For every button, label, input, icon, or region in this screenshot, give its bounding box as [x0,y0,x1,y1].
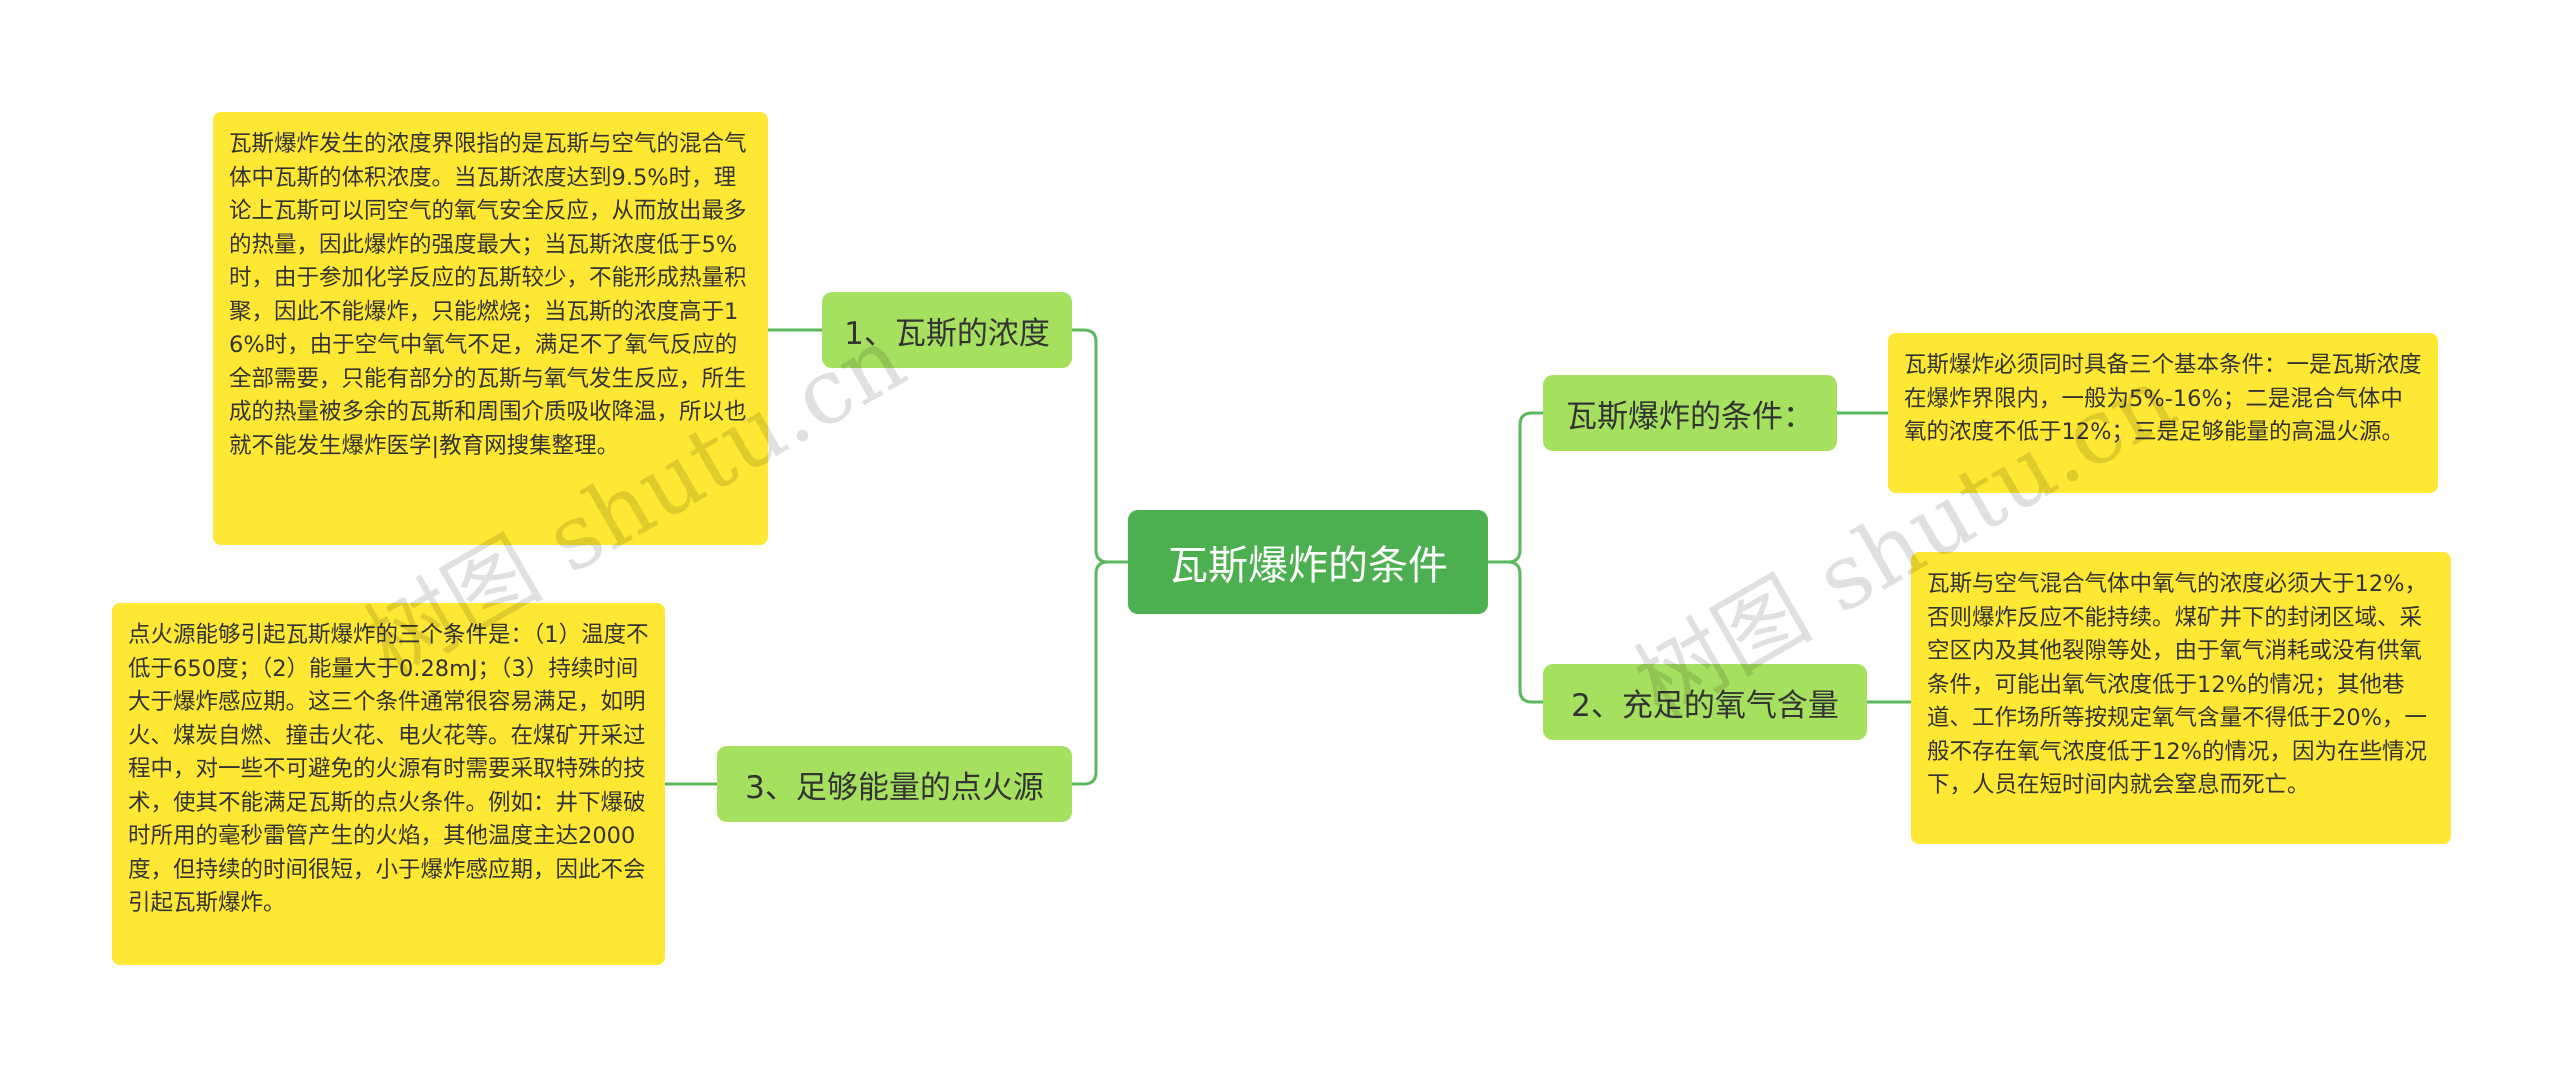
branch-explosion-conditions[interactable]: 瓦斯爆炸的条件： [1543,375,1837,451]
branch-ignition-source[interactable]: 3、足够能量的点火源 [717,746,1072,822]
branch-label: 3、足够能量的点火源 [745,769,1044,806]
root-label: 瓦斯爆炸的条件 [1168,543,1448,589]
connector-root-conditions [1488,411,1543,564]
connector-root-ignition [1072,560,1128,786]
leaf-ignition-source[interactable]: 点火源能够引起瓦斯爆炸的三个条件是：（1）温度不低于650度；（2）能量大于0.… [112,603,665,965]
branch-label: 瓦斯爆炸的条件： [1566,398,1814,435]
root-node[interactable]: 瓦斯爆炸的条件 [1128,510,1488,614]
branch-oxygen-content[interactable]: 2、充足的氧气含量 [1543,664,1867,740]
branch-label: 2、充足的氧气含量 [1571,687,1839,724]
branch-gas-concentration[interactable]: 1、瓦斯的浓度 [822,292,1072,368]
leaf-text: 瓦斯爆炸必须同时具备三个基本条件：一是瓦斯浓度在爆炸界限内，一般为5%-16%；… [1904,352,2422,446]
branch-label: 1、瓦斯的浓度 [844,315,1050,352]
leaf-text: 点火源能够引起瓦斯爆炸的三个条件是：（1）温度不低于650度；（2）能量大于0.… [128,622,649,917]
leaf-gas-concentration[interactable]: 瓦斯爆炸发生的浓度界限指的是瓦斯与空气的混合气体中瓦斯的体积浓度。当瓦斯浓度达到… [213,112,768,545]
leaf-text: 瓦斯与空气混合气体中氧气的浓度必须大于12%，否则爆炸反应不能持续。煤矿井下的封… [1927,571,2428,799]
leaf-text: 瓦斯爆炸发生的浓度界限指的是瓦斯与空气的混合气体中瓦斯的体积浓度。当瓦斯浓度达到… [229,131,747,459]
leaf-oxygen-content[interactable]: 瓦斯与空气混合气体中氧气的浓度必须大于12%，否则爆炸反应不能持续。煤矿井下的封… [1911,552,2451,844]
connector-root-oxygen [1488,560,1543,704]
leaf-explosion-conditions[interactable]: 瓦斯爆炸必须同时具备三个基本条件：一是瓦斯浓度在爆炸界限内，一般为5%-16%；… [1888,333,2438,493]
connector-root-concentration [1072,328,1128,564]
